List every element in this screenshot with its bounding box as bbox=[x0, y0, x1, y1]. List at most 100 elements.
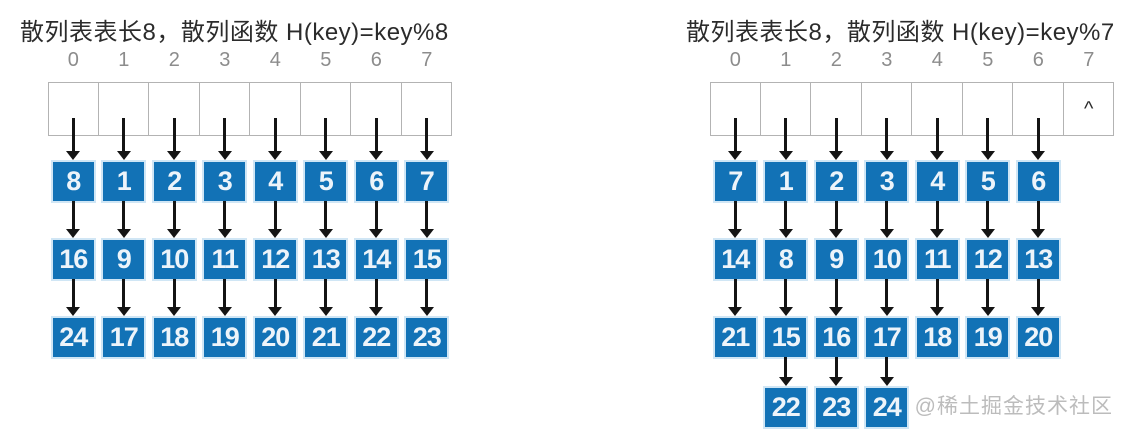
key-node: 9 bbox=[815, 240, 857, 279]
arrow-head bbox=[116, 151, 131, 160]
index-label: 6 bbox=[370, 49, 382, 71]
down-arrow bbox=[116, 279, 131, 316]
key-node: 20 bbox=[1017, 318, 1059, 357]
arrow-head bbox=[66, 307, 81, 316]
down-arrow bbox=[167, 201, 182, 238]
arrow-shaft bbox=[1036, 201, 1040, 230]
arrow-head bbox=[778, 229, 793, 238]
down-arrow bbox=[66, 279, 81, 316]
down-arrow bbox=[1031, 279, 1046, 316]
arrow-head bbox=[829, 307, 844, 316]
index-label: 6 bbox=[1032, 49, 1044, 71]
arrow-head bbox=[829, 229, 844, 238]
arrow-shaft bbox=[986, 118, 990, 152]
arrow-shaft bbox=[374, 201, 378, 230]
arrow-shaft bbox=[1036, 279, 1040, 308]
down-arrow bbox=[318, 201, 333, 238]
arrow-shaft bbox=[71, 201, 75, 230]
arrow-head bbox=[829, 151, 844, 160]
down-arrow bbox=[930, 279, 945, 316]
arrow-shaft bbox=[223, 201, 227, 230]
down-arrow bbox=[66, 118, 81, 160]
index-label: 1 bbox=[118, 49, 130, 71]
arrow-shaft bbox=[986, 201, 990, 230]
key-node: 4 bbox=[916, 162, 958, 201]
down-arrow bbox=[116, 201, 131, 238]
arrow-shaft bbox=[273, 118, 277, 152]
arrow-shaft bbox=[273, 201, 277, 230]
arrow-head bbox=[66, 151, 81, 160]
down-arrow bbox=[980, 201, 995, 238]
arrow-head bbox=[66, 229, 81, 238]
down-arrow bbox=[980, 279, 995, 316]
arrow-head bbox=[369, 307, 384, 316]
down-arrow bbox=[217, 118, 232, 160]
arrow-shaft bbox=[885, 357, 889, 378]
key-node: 1 bbox=[103, 162, 145, 201]
arrow-shaft bbox=[425, 279, 429, 308]
arrow-shaft bbox=[172, 279, 176, 308]
key-node: 2 bbox=[153, 162, 195, 201]
down-arrow bbox=[318, 279, 333, 316]
index-label: 2 bbox=[168, 49, 180, 71]
arrow-head bbox=[318, 229, 333, 238]
down-arrow bbox=[728, 118, 743, 160]
down-arrow bbox=[268, 118, 283, 160]
down-arrow bbox=[66, 201, 81, 238]
index-label: 1 bbox=[780, 49, 792, 71]
index-label: 3 bbox=[881, 49, 893, 71]
key-node: 10 bbox=[866, 240, 908, 279]
arrow-head bbox=[419, 307, 434, 316]
key-node: 16 bbox=[52, 240, 94, 279]
arrow-head bbox=[217, 307, 232, 316]
key-node: 8 bbox=[52, 162, 94, 201]
arrow-head bbox=[318, 151, 333, 160]
key-node: 11 bbox=[204, 240, 246, 279]
down-arrow bbox=[217, 201, 232, 238]
arrow-shaft bbox=[784, 118, 788, 152]
arrow-shaft bbox=[122, 279, 126, 308]
down-arrow bbox=[1031, 118, 1046, 160]
down-arrow bbox=[980, 118, 995, 160]
arrow-shaft bbox=[425, 118, 429, 152]
down-arrow bbox=[778, 357, 793, 386]
arrow-head bbox=[419, 229, 434, 238]
index-label: 5 bbox=[982, 49, 994, 71]
arrow-shaft bbox=[1036, 118, 1040, 152]
null-pointer-marker: ^ bbox=[1084, 98, 1094, 120]
down-arrow bbox=[930, 118, 945, 160]
down-arrow bbox=[419, 201, 434, 238]
key-node: 3 bbox=[866, 162, 908, 201]
arrow-head bbox=[1031, 229, 1046, 238]
arrow-shaft bbox=[324, 118, 328, 152]
arrow-shaft bbox=[986, 279, 990, 308]
key-node: 18 bbox=[153, 318, 195, 357]
arrow-shaft bbox=[273, 279, 277, 308]
arrow-head bbox=[167, 307, 182, 316]
key-node: 21 bbox=[305, 318, 347, 357]
down-arrow bbox=[419, 279, 434, 316]
key-node: 8 bbox=[765, 240, 807, 279]
arrow-shaft bbox=[374, 279, 378, 308]
key-node: 1 bbox=[765, 162, 807, 201]
down-arrow bbox=[778, 201, 793, 238]
down-arrow bbox=[879, 118, 894, 160]
key-node: 17 bbox=[866, 318, 908, 357]
key-node: 23 bbox=[406, 318, 448, 357]
arrow-head bbox=[167, 151, 182, 160]
arrow-shaft bbox=[122, 118, 126, 152]
arrow-shaft bbox=[834, 201, 838, 230]
key-node: 7 bbox=[714, 162, 756, 201]
arrow-head bbox=[980, 229, 995, 238]
arrow-head bbox=[217, 229, 232, 238]
arrow-shaft bbox=[834, 357, 838, 378]
key-node: 19 bbox=[204, 318, 246, 357]
arrow-shaft bbox=[834, 118, 838, 152]
diagram-title-mod7: 散列表表长8，散列函数 H(key)=key%7 bbox=[686, 19, 1115, 46]
index-label: 7 bbox=[1083, 49, 1095, 71]
arrow-shaft bbox=[374, 118, 378, 152]
arrow-head bbox=[728, 151, 743, 160]
arrow-shaft bbox=[733, 118, 737, 152]
key-node: 20 bbox=[254, 318, 296, 357]
down-arrow bbox=[778, 279, 793, 316]
